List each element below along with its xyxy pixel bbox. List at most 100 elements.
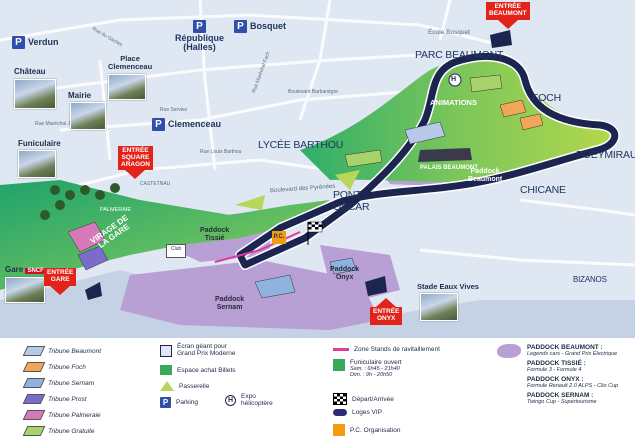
circuit-track bbox=[236, 52, 619, 269]
paddock-swatch bbox=[497, 344, 521, 358]
tribune-gratuite-2 bbox=[344, 149, 383, 168]
street-ecole-bosquet: École Bosquet bbox=[428, 29, 470, 36]
parking-republique: P République (Halles) bbox=[175, 20, 224, 53]
arrow-down-icon bbox=[50, 285, 71, 295]
tribune-prost bbox=[77, 245, 109, 271]
start-finish-flag bbox=[307, 221, 323, 245]
legend-ticket-office: Espace achat Billets bbox=[160, 365, 236, 375]
screen-icon bbox=[160, 344, 172, 357]
vip-club-marker: Club bbox=[166, 244, 186, 258]
label-paddock-beaumont: Paddock Beaumont bbox=[468, 168, 503, 183]
district-poeymirau: POEYMIRAU bbox=[576, 149, 635, 161]
tribune-foch-2 bbox=[519, 113, 544, 131]
entrance-gare: ENTRÉE GARE bbox=[44, 268, 77, 295]
arrow-down-icon bbox=[497, 19, 518, 29]
tribune-beaumont bbox=[404, 121, 446, 145]
legend-pit-zone: Zone Stands de ravitaillement bbox=[333, 346, 440, 353]
tribune-palmeraie bbox=[67, 221, 106, 253]
legend-tribune-foch: Tribune Foch bbox=[22, 362, 86, 372]
street-rue-serviez: Rue Serviez bbox=[160, 107, 188, 113]
tribune-foch-1 bbox=[499, 99, 527, 118]
legend-tribune-palmeraie: Tribune Palmeraie bbox=[22, 410, 101, 420]
sncf-logo: SNCF bbox=[25, 268, 46, 274]
footbridge-2 bbox=[335, 170, 360, 190]
pc-icon bbox=[333, 424, 345, 436]
legend-funicular: Funiculaire ouvert Sam. : 6h45 - 21h40 D… bbox=[333, 359, 402, 378]
ticket-icon bbox=[160, 365, 172, 375]
palm-trees bbox=[40, 183, 120, 220]
street-bd-barbanegre: Boulevard Barbanègre bbox=[288, 89, 339, 95]
legend-footbridge: Passerelle bbox=[160, 381, 209, 391]
parking-icon: P bbox=[234, 20, 247, 33]
tribune-icon bbox=[22, 346, 46, 356]
entrance-square-aragon: ENTRÉE SQUARE ARAGON bbox=[118, 146, 153, 180]
pc-marker: P.C. bbox=[272, 231, 286, 244]
district-bizanos: BIZANOS bbox=[573, 275, 607, 284]
legend-tribune-sernam: Tribune Sernam bbox=[22, 378, 94, 388]
label-paddock-onyx: Paddock Onyx bbox=[330, 266, 360, 281]
district-lycee-barthou: LYCÉE BARTHOU bbox=[258, 139, 344, 151]
tribune-icon bbox=[22, 394, 46, 404]
label-stade-eaux-vives: Stade Eaux Vives bbox=[417, 282, 479, 291]
legend-tribune-beaumont: Tribune Beaumont bbox=[22, 346, 101, 356]
legend-parking: P Parking bbox=[160, 397, 198, 408]
legend-vip-lodges: Loges VIP bbox=[333, 409, 382, 416]
street-palmeraie: PALMERAIE bbox=[100, 207, 132, 213]
pit-lane bbox=[214, 231, 301, 263]
tribune-icon bbox=[22, 426, 46, 436]
district-foch: FOCH bbox=[532, 92, 561, 104]
legend-tribune-prost: Tribune Prost bbox=[22, 394, 87, 404]
photo-funiculaire bbox=[18, 150, 56, 178]
tribune-icon bbox=[22, 362, 46, 372]
parking-icon: P bbox=[12, 36, 25, 49]
parking-icon: P bbox=[193, 20, 206, 33]
pit-lane-swatch bbox=[333, 348, 349, 351]
legend-helicopter: H Expo hélicoptère bbox=[225, 393, 273, 408]
circuit-map: PARC BEAUMONT FOCH POEYMIRAU LYCÉE BARTH… bbox=[0, 0, 635, 338]
parking-icon: P bbox=[152, 118, 165, 131]
tribune-icon bbox=[22, 410, 46, 420]
tribune-gratuite-1 bbox=[469, 74, 503, 93]
helicopter-h-label: H bbox=[451, 76, 457, 83]
vip-lodge-swatch bbox=[333, 409, 347, 416]
label-paddock-sernam: Paddock Sernam bbox=[215, 296, 245, 311]
tribune-icon bbox=[22, 378, 46, 388]
palais-beaumont-building bbox=[418, 148, 472, 162]
district-parc-beaumont: PARC BEAUMONT bbox=[415, 49, 504, 61]
label-place-clemenceau: Place Clemenceau bbox=[108, 54, 153, 71]
tribune-sernam bbox=[254, 274, 296, 299]
photo-mairie bbox=[70, 102, 106, 130]
street-castetnau: CASTETNAU bbox=[140, 181, 171, 187]
legend-giant-screen: Écran géant pour Grand Prix Moderne bbox=[160, 343, 236, 358]
map-graphics bbox=[0, 0, 635, 338]
photo-chateau bbox=[14, 79, 56, 109]
label-gare: Gare SNCF bbox=[5, 265, 46, 274]
label-animations: ANIMATIONS bbox=[430, 98, 477, 107]
legend-paddock-beaumont: PADDOCK BEAUMONT : Legends cars - Grand … bbox=[527, 344, 618, 357]
label-chateau: Château bbox=[14, 67, 46, 76]
tribunes bbox=[67, 74, 544, 299]
parking-icon: P bbox=[160, 397, 171, 408]
label-palais-beaumont: PALAIS BEAUMONT bbox=[420, 165, 478, 171]
street-rue-marechal-joffre: Rue Maréchal Joffre bbox=[35, 121, 80, 127]
legend-paddocks: PADDOCK BEAUMONT : Legends cars - Grand … bbox=[527, 344, 618, 405]
parking-clemenceau: P Clemenceau bbox=[152, 118, 221, 131]
legend-paddock-onyx: PADDOCK ONYX : Formule Renault 2.0 ALPS … bbox=[527, 376, 619, 389]
parking-bosquet: P Bosquet bbox=[234, 20, 286, 33]
map-legend: Tribune Beaumont Tribune Foch Tribune Se… bbox=[0, 338, 635, 448]
arrow-up-icon bbox=[376, 298, 397, 307]
helicopter-icon: H bbox=[225, 395, 236, 407]
funicular-icon bbox=[333, 359, 345, 371]
legend-pc-organisation: P.C. Organisation bbox=[333, 424, 400, 436]
label-funiculaire: Funiculaire bbox=[18, 139, 61, 148]
photo-stade-eaux-vives bbox=[420, 293, 458, 321]
district-chicane: CHICANE bbox=[520, 184, 566, 196]
label-paddock-tissie: Paddock Tissié bbox=[200, 227, 230, 242]
parking-verdun: P Verdun bbox=[12, 36, 59, 49]
legend-paddock-tissie: PADDOCK TISSIÉ : Formule 3 - Formule 4 bbox=[527, 360, 586, 373]
arrow-down-icon bbox=[125, 170, 146, 180]
legend-start-finish: Départ/Arrivée bbox=[333, 393, 394, 405]
photo-gare bbox=[5, 277, 45, 303]
entrance-onyx: ENTRÉE ONYX bbox=[370, 298, 403, 325]
